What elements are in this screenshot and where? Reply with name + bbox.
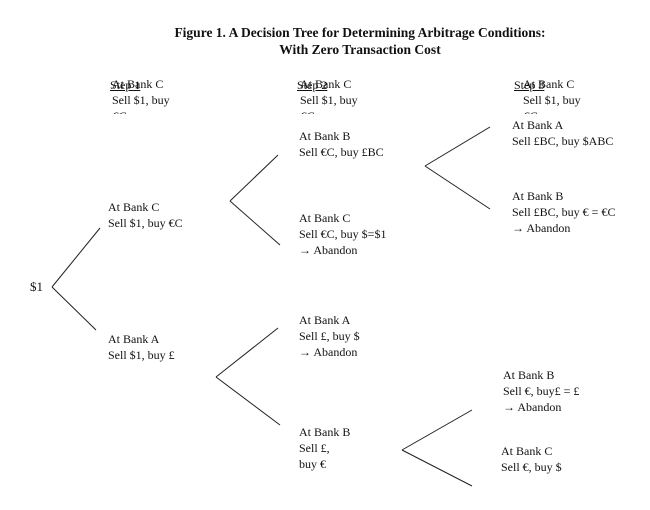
node-bank: At Bank A <box>512 118 564 132</box>
node-bank: At Bank B <box>299 425 351 439</box>
node-step3-bank-b-lower: At Bank B Sell €, buy£ = £ Abandon <box>503 367 579 415</box>
node-result: Abandon <box>299 344 360 360</box>
node-action: Sell €, buy $ <box>501 460 562 474</box>
column-1-header-ghost: At Bank C Sell $1, buy €C <box>112 76 170 114</box>
figure-subtitle: With Zero Transaction Cost <box>279 42 441 57</box>
node-step3-bank-a: At Bank A Sell £BC, buy $ABC <box>512 117 613 149</box>
branch-a-upper <box>215 327 279 378</box>
node-bank: At Bank C <box>299 211 351 225</box>
ghost-sell: Sell $1, buy <box>300 93 358 107</box>
ghost-tail: €C <box>300 108 358 114</box>
node-bank: At Bank A <box>108 332 160 346</box>
ghost-sell: Sell $1, buy <box>112 93 170 107</box>
node-action: Sell £, <box>299 441 330 455</box>
node-step2-bank-b: At Bank B Sell €C, buy £BC <box>299 128 384 160</box>
node-step2-bank-a: At Bank A Sell £, buy $ Abandon <box>299 312 360 360</box>
node-result: Abandon <box>512 220 615 236</box>
node-bank: At Bank B <box>503 368 555 382</box>
branch-c-upper <box>229 154 279 202</box>
branch-b-upper <box>424 126 491 167</box>
node-step3-bank-c: At Bank C Sell €, buy $ <box>501 443 562 475</box>
node-bank: At Bank C <box>108 200 160 214</box>
branch-b2-upper <box>401 409 473 451</box>
node-step3-bank-b: At Bank B Sell £BC, buy € = €C Abandon <box>512 188 615 236</box>
node-step1-bank-c: At Bank C Sell $1, buy €C <box>108 199 183 231</box>
ghost-bank: At Bank C <box>112 77 164 91</box>
node-bank: At Bank B <box>299 129 351 143</box>
figure-title: Figure 1. A Decision Tree for Determinin… <box>174 25 546 40</box>
ghost-tail: €C <box>523 108 581 114</box>
ghost-tail: €C <box>112 108 170 114</box>
step-3-label: Step 3 <box>514 78 545 92</box>
root-node: $1 <box>30 279 43 294</box>
node-action: Sell €, buy£ = £ <box>503 384 580 398</box>
node-action: Sell £BC, buy € = €C <box>512 205 616 219</box>
column-2-header-ghost: At Bank C Sell $1, buy €C <box>300 76 358 114</box>
node-step1-bank-a: At Bank A Sell $1, buy £ <box>108 331 175 363</box>
step-2-label: Step 2 <box>297 78 328 92</box>
node-bank: At Bank B <box>512 189 564 203</box>
node-bank: At Bank A <box>299 313 351 327</box>
ghost-sell: Sell $1, buy <box>523 93 581 107</box>
branch-b2-lower <box>401 449 473 487</box>
node-bank: At Bank C <box>501 444 553 458</box>
ghost-bank: At Bank C <box>523 77 575 91</box>
node-action: Sell $1, buy £ <box>108 348 175 362</box>
node-action: buy € <box>299 457 326 471</box>
branch-a-lower <box>215 376 281 426</box>
node-step2-bank-c: At Bank C Sell €C, buy $=$1 Abandon <box>299 210 386 258</box>
node-action: Sell £, buy $ <box>299 329 360 343</box>
node-result: Abandon <box>299 242 386 258</box>
branch-c-lower <box>229 200 281 246</box>
ghost-bank: At Bank C <box>300 77 352 91</box>
branch-root-upper <box>51 227 101 288</box>
node-action: Sell £BC, buy $ABC <box>512 134 614 148</box>
step-1-label: Step 1 <box>110 78 141 92</box>
node-step2-bank-b-lower: At Bank B Sell £, buy € <box>299 424 350 472</box>
branch-b-lower <box>424 165 491 210</box>
branch-root-lower <box>51 286 97 331</box>
node-action: Sell €C, buy £BC <box>299 145 384 159</box>
node-action: Sell €C, buy $=$1 <box>299 227 387 241</box>
column-3-header-ghost: At Bank C Sell $1, buy €C <box>523 76 581 114</box>
node-result: Abandon <box>503 399 579 415</box>
node-action: Sell $1, buy €C <box>108 216 183 230</box>
